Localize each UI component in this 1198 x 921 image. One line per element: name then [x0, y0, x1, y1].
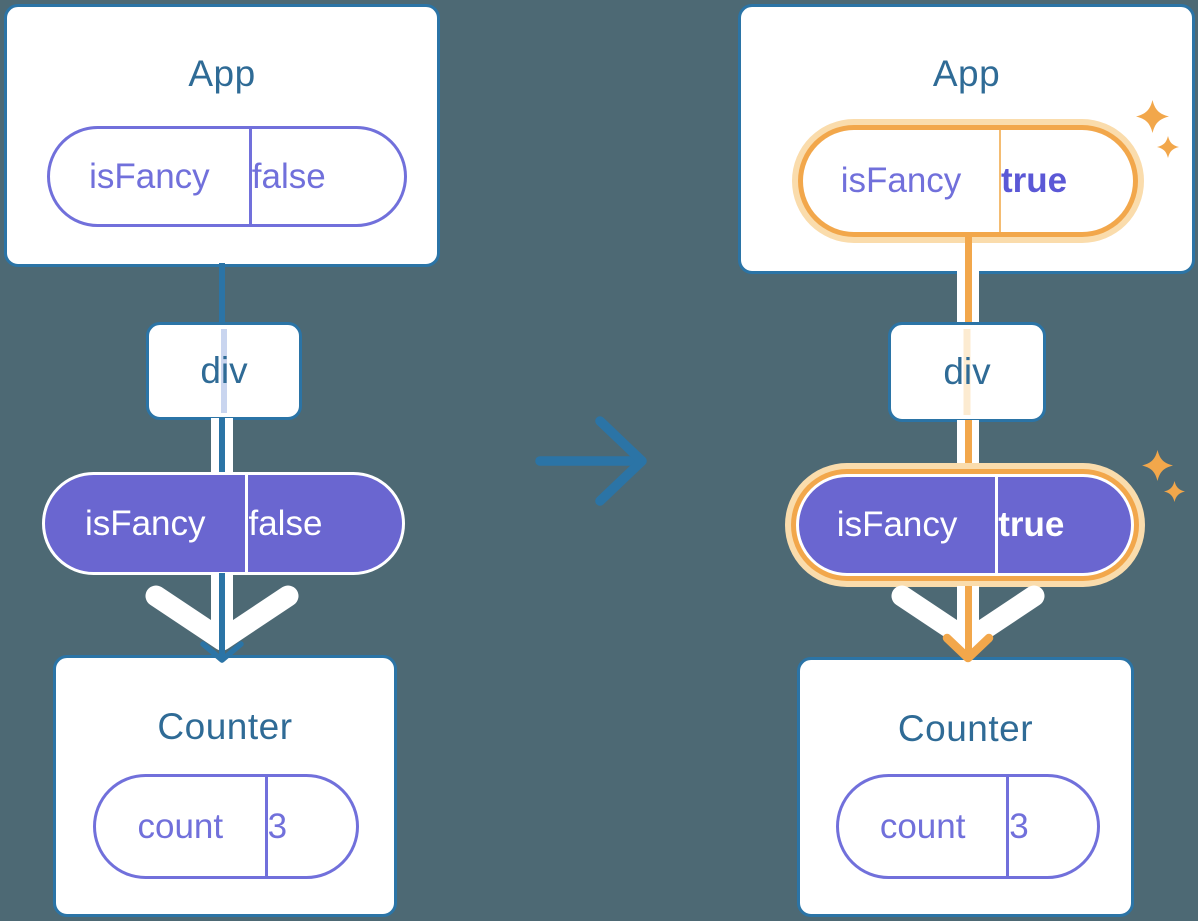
prop-pill-passed-right: isFancy true [796, 474, 1134, 576]
prop-flow-line-left-3 [219, 573, 225, 656]
prop-value: false [251, 156, 326, 196]
prop-name: isFancy [803, 130, 1001, 232]
sparkle-icon [1157, 136, 1179, 158]
div-card-right: div [888, 322, 1046, 422]
prop-flow-ghost-line-right [963, 329, 971, 415]
prop-pill-app-left: isFancy false [47, 126, 407, 227]
prop-flow-line-right-1 [964, 237, 972, 324]
prop-flow-line-left-2 [219, 418, 225, 476]
prop-flow-line-right-2 [964, 420, 972, 470]
prop-flow-line-left-1 [219, 263, 225, 324]
app-card-left: App isFancy false [4, 4, 440, 267]
div-card-left: div [146, 322, 302, 420]
counter-card-left: Counter count 3 [53, 655, 397, 917]
component-title-div-left: div [200, 350, 248, 391]
prop-name: isFancy [799, 477, 999, 573]
app-card-right: App isFancy true [738, 4, 1195, 274]
prop-pill-app-right: isFancy true [803, 130, 1133, 232]
state-name: count [839, 777, 1010, 876]
chevron-down-icon-right [942, 633, 994, 663]
prop-flow-ghost-line-left [221, 329, 227, 413]
prop-name: isFancy [50, 129, 252, 224]
state-value: 3 [1009, 806, 1029, 846]
component-title-div-right: div [943, 351, 991, 392]
arrow-right-icon [535, 416, 647, 506]
prop-pill-passed-left: isFancy false [42, 472, 405, 575]
prop-name: isFancy [45, 475, 249, 572]
component-title-counter-right: Counter [897, 708, 1034, 749]
component-title-app-right: App [932, 53, 1001, 94]
state-pill-counter-right: count 3 [836, 774, 1100, 879]
component-title-counter-left: Counter [157, 706, 293, 747]
prop-value: false [248, 503, 323, 543]
component-title-app-left: App [188, 53, 256, 94]
sparkle-icon [1164, 481, 1185, 502]
prop-value: true [1001, 161, 1068, 200]
prop-flow-line-right-3 [964, 586, 972, 654]
counter-card-right: Counter count 3 [797, 657, 1134, 917]
state-name: count [96, 777, 268, 876]
chevron-down-icon-left [200, 641, 244, 663]
state-pill-counter-left: count 3 [93, 774, 359, 879]
prop-value: true [998, 505, 1065, 544]
sparkle-icon [1136, 100, 1169, 133]
sparkle-icon [1142, 450, 1173, 481]
state-value: 3 [267, 806, 288, 846]
